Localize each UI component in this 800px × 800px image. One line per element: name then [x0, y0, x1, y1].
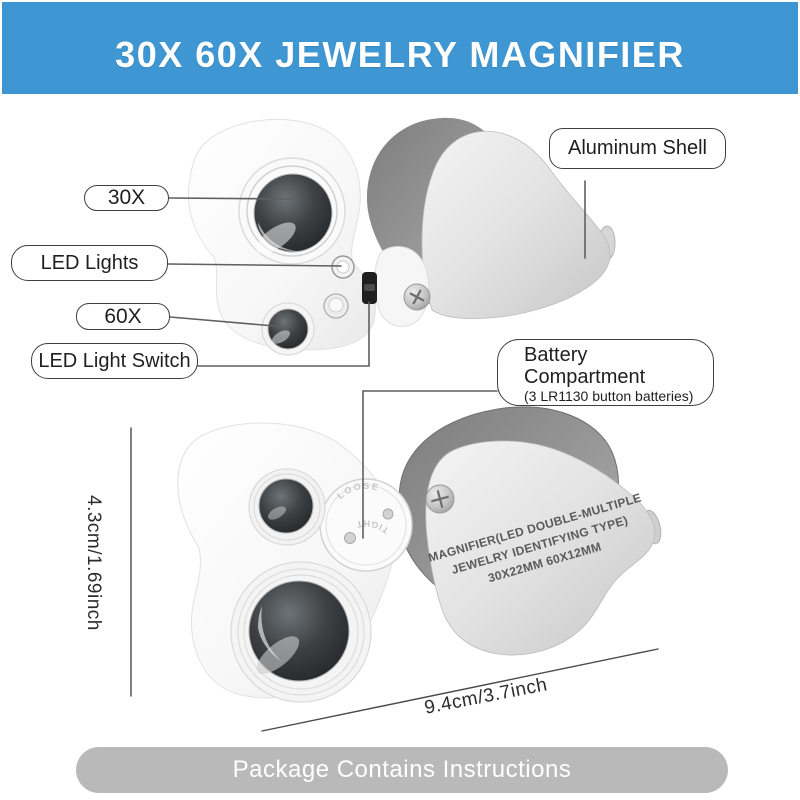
callout-battery-title: Battery Compartment [524, 344, 646, 388]
callout-led-light-switch-label: LED Light Switch [38, 349, 191, 372]
led-switch [362, 272, 377, 304]
callout-aluminum-shell: Aluminum Shell [549, 128, 726, 169]
product-photo-top [187, 117, 616, 356]
led-light [331, 255, 355, 279]
lens-60x [261, 302, 315, 356]
lens-30x-bottom [230, 561, 372, 703]
callout-30x: 30X [84, 185, 169, 211]
callout-60x-label: 60X [104, 304, 142, 328]
callout-led-lights-label: LED Lights [40, 251, 139, 274]
page-title: 30X 60X JEWELRY MAGNIFIER [115, 34, 685, 75]
hinge-screw [403, 283, 431, 311]
callout-line-led-lights [167, 263, 342, 267]
lens-60x-bottom [248, 468, 326, 546]
title-banner: 30X 60X JEWELRY MAGNIFIER [2, 2, 798, 94]
width-dimension-line [261, 648, 659, 732]
product-photo-bottom: MAGNIFIER(LED DOUBLE-MULTIPLE JEWELRY ID… [177, 406, 662, 703]
callout-30x-label: 30X [107, 186, 146, 209]
lens-30x [238, 157, 346, 265]
callout-led-light-switch: LED Light Switch [31, 343, 198, 379]
callout-led-lights: LED Lights [11, 245, 168, 281]
battery-door: LOOSE TIGHT [319, 478, 413, 572]
callout-60x: 60X [76, 303, 170, 330]
callout-battery-subtitle: (3 LR1130 button batteries) [524, 388, 694, 404]
hinge-screw-2 [425, 484, 455, 514]
callout-aluminum-shell-label: Aluminum Shell [568, 137, 707, 159]
height-dimension-label: 4.3cm/1.69inch [83, 494, 104, 631]
callout-line-60x [169, 316, 287, 328]
callout-battery-compartment: Battery Compartment (3 LR1130 button bat… [497, 339, 714, 406]
aluminum-shell-front-leaf-2 [425, 440, 656, 656]
footer-banner: Package Contains Instructions [76, 747, 728, 793]
callout-line-battery [362, 390, 498, 539]
footer-label: Package Contains Instructions [232, 756, 572, 783]
aluminum-shell-front-leaf [421, 130, 611, 320]
callout-line-led-switch [197, 301, 370, 367]
screw-bump [323, 293, 349, 319]
callout-line-30x [168, 197, 295, 200]
